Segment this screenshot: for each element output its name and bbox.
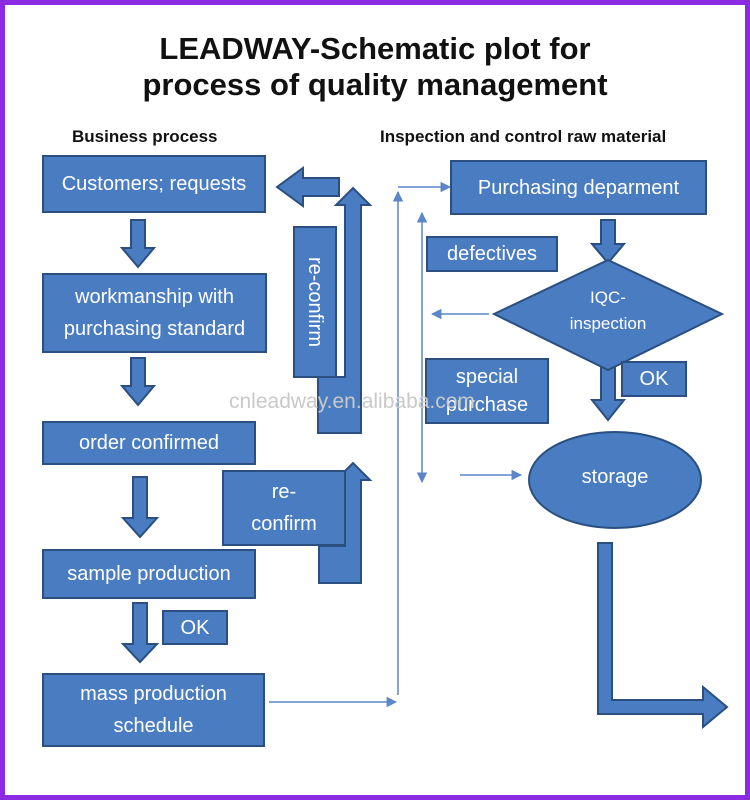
customers-requests-box: Customers; requests <box>42 155 266 213</box>
ok-box-left: OK <box>162 610 228 645</box>
mass-production-label-2: schedule <box>113 715 194 737</box>
iqc-label-1: IQC- <box>590 288 626 307</box>
defectives-label: defectives <box>446 243 538 265</box>
reconfirm-label-2: confirm <box>251 513 317 535</box>
reconfirm-box: re- confirm <box>222 470 346 546</box>
flow-diagram <box>119 166 729 730</box>
watermark: cnleadway.en.alibaba.com <box>229 390 475 413</box>
diagram-frame: LEADWAY-Schematic plot for process of qu… <box>5 5 745 795</box>
defectives-box: defectives <box>426 236 558 272</box>
title-line-1: LEADWAY-Schematic plot for <box>159 31 591 66</box>
output-arrow <box>597 542 729 730</box>
iqc-label: IQC- inspection <box>548 285 668 337</box>
sample-production-label: sample production <box>67 563 231 585</box>
arrow-down-4 <box>120 602 160 664</box>
arrow-down-2 <box>119 357 157 407</box>
arrow-down-3 <box>120 476 160 539</box>
arrow-left-to-customers <box>275 166 340 208</box>
special-purchase-label-2: purchase <box>445 394 529 416</box>
storage-ellipse <box>528 431 702 529</box>
order-confirmed-box: order confirmed <box>42 421 256 465</box>
title-line-2: process of quality management <box>142 67 608 102</box>
customers-requests-label: Customers; requests <box>61 173 247 195</box>
special-purchase-box: special purchase <box>425 358 549 424</box>
purchasing-department-label: Purchasing deparment <box>477 176 680 199</box>
purchasing-department-box: Purchasing deparment <box>450 160 707 215</box>
workmanship-label-2: purchasing standard <box>63 318 246 340</box>
ok-label-left: OK <box>180 616 210 639</box>
order-confirmed-label: order confirmed <box>78 432 220 454</box>
storage-label: storage <box>581 466 649 488</box>
ok-label-right: OK <box>639 368 669 390</box>
ok-box-right: OK <box>621 361 687 397</box>
sample-production-box: sample production <box>42 549 256 599</box>
mass-production-label-1: mass production <box>80 683 227 705</box>
special-purchase-label-1: special <box>455 366 519 388</box>
reconfirm-vertical-box: re-confirm <box>293 226 337 378</box>
workmanship-label-1: workmanship with <box>75 286 234 308</box>
arrow-down-purchasing <box>589 219 627 265</box>
mass-production-box: mass production schedule <box>42 673 265 747</box>
arrow-down-1 <box>119 219 157 269</box>
workmanship-box: workmanship with purchasing standard <box>42 273 267 353</box>
reconfirm-vertical-label: re-confirm <box>304 256 327 348</box>
arrow-down-iqc <box>589 362 627 422</box>
section-inspection: Inspection and control raw material <box>380 127 667 146</box>
reconfirm-label-1: re- <box>271 481 297 503</box>
iqc-diamond <box>491 258 725 372</box>
section-business-process: Business process <box>72 127 218 146</box>
iqc-label-2: inspection <box>569 314 647 333</box>
